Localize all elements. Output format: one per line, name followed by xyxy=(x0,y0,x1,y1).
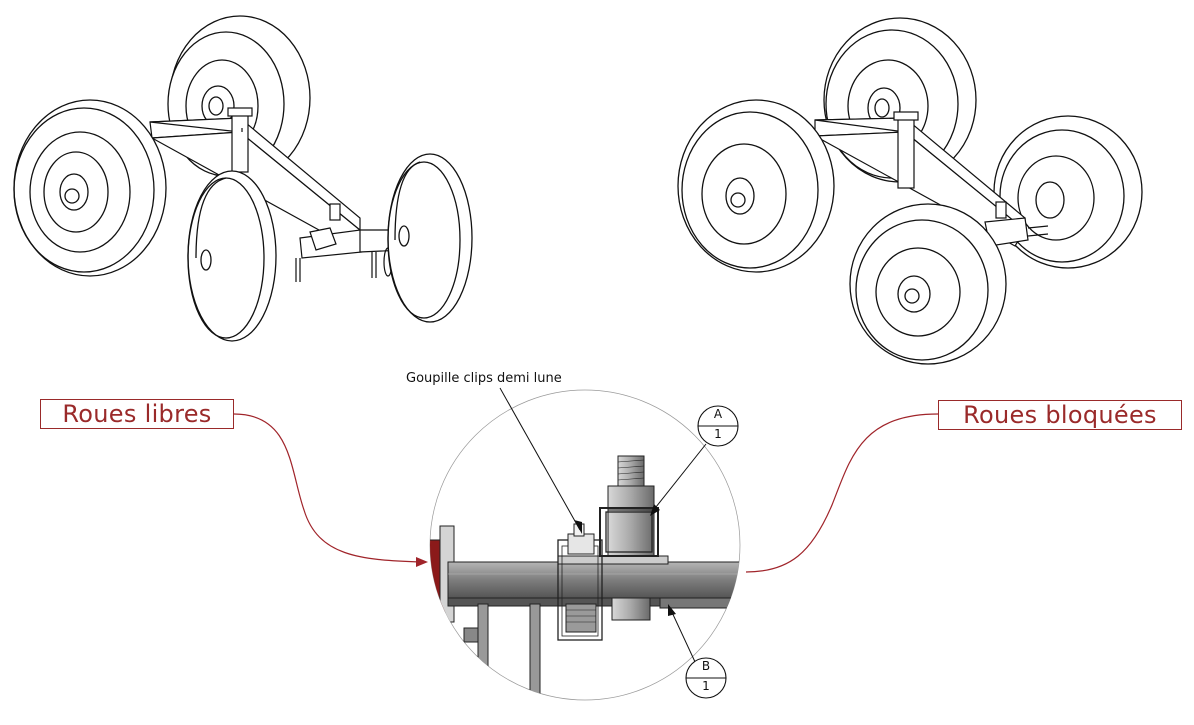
detail-marker-b-letter: B xyxy=(701,659,711,673)
label-free-wheels: Roues libres xyxy=(40,399,234,429)
wheel-front-narrow xyxy=(187,170,277,342)
detail-marker-b-sheet: 1 xyxy=(702,679,710,693)
detail-marker-b xyxy=(668,604,727,699)
leader-arrowhead xyxy=(416,557,428,567)
wheel-left-right xyxy=(677,99,835,273)
pin-callout-label: Goupille clips demi lune xyxy=(406,371,562,386)
wheel-right-narrow xyxy=(387,153,473,323)
leader-free-wheels xyxy=(233,413,421,563)
locked-wheels-assembly xyxy=(677,17,1143,365)
pin-callout-arrow xyxy=(574,520,582,534)
label-locked-wheels: Roues bloquées xyxy=(938,400,1182,430)
wheel-front-right xyxy=(849,203,1007,365)
detail-marker-a-letter: A xyxy=(713,407,723,421)
detail-view xyxy=(430,455,740,700)
detail-marker-a xyxy=(650,405,739,516)
detail-marker-a-sheet: 1 xyxy=(714,427,722,441)
leader-locked-wheels xyxy=(745,413,939,573)
wheel-left xyxy=(13,99,167,277)
pin-callout-leader xyxy=(499,387,581,531)
free-wheels-assembly xyxy=(13,15,473,342)
wheel-right-far xyxy=(993,115,1143,269)
